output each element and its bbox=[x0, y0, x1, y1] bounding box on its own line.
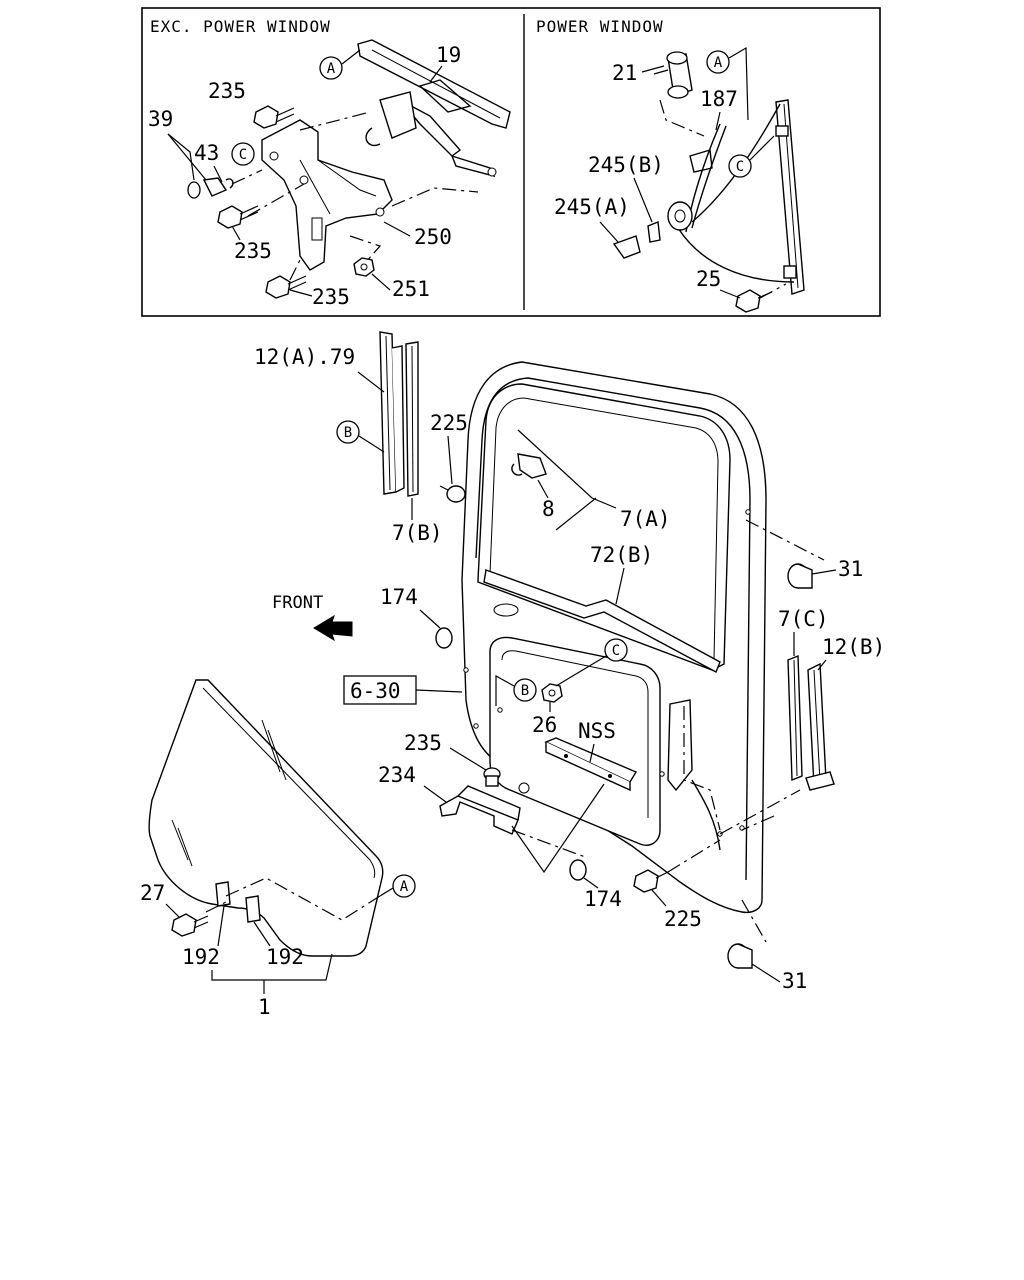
nut-251 bbox=[353, 257, 375, 277]
callout-a-left: A bbox=[319, 49, 361, 80]
label-12a-79: 12(A).79 bbox=[254, 345, 355, 369]
svg-text:A: A bbox=[400, 879, 409, 895]
manual-regulator-drawing bbox=[187, 39, 511, 299]
label-187: 187 bbox=[700, 87, 738, 111]
label-192-right: 192 bbox=[266, 945, 304, 969]
run-channel-7c bbox=[787, 654, 803, 782]
callout-b-channel: B bbox=[336, 420, 385, 453]
front-arrow-icon bbox=[313, 614, 353, 642]
label-235-mid: 235 bbox=[234, 239, 272, 263]
inset-panel: EXC. POWER WINDOW POWER WINDOW bbox=[141, 7, 881, 317]
door-glass bbox=[148, 679, 384, 957]
label-31-top: 31 bbox=[838, 557, 863, 581]
label-7c: 7(C) bbox=[778, 607, 829, 631]
svg-text:C: C bbox=[736, 159, 744, 175]
bolt-225-top bbox=[439, 485, 466, 503]
label-21: 21 bbox=[612, 61, 637, 85]
dashed-lines bbox=[205, 519, 825, 943]
bolt-235-door bbox=[483, 767, 501, 787]
plug-174-bottom bbox=[569, 859, 587, 881]
svg-text:A: A bbox=[714, 55, 723, 71]
run-channel-7b bbox=[405, 341, 419, 497]
label-43: 43 bbox=[194, 141, 219, 165]
power-window-title: POWER WINDOW bbox=[536, 17, 664, 36]
label-235-top: 235 bbox=[208, 79, 246, 103]
front-label: FRONT bbox=[272, 593, 323, 613]
run-channel-12a-79 bbox=[379, 331, 405, 495]
label-nss: NSS bbox=[578, 719, 616, 743]
label-235-door: 235 bbox=[404, 731, 442, 755]
right-panel-labels: 21 A 187 C 245(B) 245(A) 25 bbox=[554, 46, 775, 299]
bolt-235-mid bbox=[217, 205, 259, 229]
callout-a-right: A bbox=[706, 46, 749, 121]
main-labels: 12(A).79 B 225 8 7(A) 7(B) 31 72(B) FRON… bbox=[140, 345, 885, 1019]
svg-text:C: C bbox=[612, 643, 620, 659]
label-19: 19 bbox=[436, 43, 461, 67]
label-225-bottom: 225 bbox=[664, 907, 702, 931]
callout-c-right: C bbox=[728, 135, 775, 178]
label-25: 25 bbox=[696, 267, 721, 291]
power-regulator-drawing bbox=[612, 51, 805, 313]
callout-c-left: C bbox=[231, 142, 255, 166]
label-12b: 12(B) bbox=[822, 635, 885, 659]
label-31-bottom: 31 bbox=[782, 969, 807, 993]
bolt-235-bottom bbox=[265, 275, 307, 299]
svg-text:B: B bbox=[344, 425, 352, 441]
label-72b: 72(B) bbox=[590, 543, 653, 567]
label-26: 26 bbox=[532, 713, 557, 737]
bolt-27 bbox=[171, 913, 209, 937]
left-panel-labels: A 19 235 39 43 C 235 250 235 251 bbox=[148, 43, 461, 309]
bracket-234 bbox=[439, 785, 521, 835]
label-234: 234 bbox=[378, 763, 416, 787]
svg-text:A: A bbox=[327, 61, 336, 77]
label-7a: 7(A) bbox=[620, 507, 671, 531]
label-174-top: 174 bbox=[380, 585, 418, 609]
label-192-left: 192 bbox=[182, 945, 220, 969]
run-channel-12b bbox=[805, 662, 835, 791]
label-1: 1 bbox=[258, 995, 271, 1019]
exc-power-window-title: EXC. POWER WINDOW bbox=[150, 17, 331, 36]
label-7b: 7(B) bbox=[392, 521, 443, 545]
svg-text:C: C bbox=[239, 147, 247, 163]
bumper-31-top bbox=[787, 563, 813, 589]
label-225-top: 225 bbox=[430, 411, 468, 435]
label-174-bottom: 174 bbox=[584, 887, 622, 911]
bolt-225-bottom bbox=[633, 869, 669, 893]
label-250: 250 bbox=[414, 225, 452, 249]
label-245b: 245(B) bbox=[588, 153, 664, 177]
bolt-235-top bbox=[253, 105, 295, 129]
svg-text:6-30: 6-30 bbox=[350, 679, 401, 703]
plug-174-top bbox=[435, 627, 453, 649]
label-8: 8 bbox=[542, 497, 555, 521]
callout-b-door: B bbox=[495, 674, 537, 706]
callout-c-door: C bbox=[555, 638, 628, 687]
label-251: 251 bbox=[392, 277, 430, 301]
label-245a: 245(A) bbox=[554, 195, 630, 219]
label-39: 39 bbox=[148, 107, 173, 131]
label-235-bottom: 235 bbox=[312, 285, 350, 309]
bumper-31-bottom bbox=[727, 943, 753, 969]
nut-26 bbox=[541, 683, 563, 703]
bolt-25 bbox=[735, 289, 773, 313]
callout-a-glass: A bbox=[379, 874, 416, 898]
label-27: 27 bbox=[140, 881, 165, 905]
svg-text:B: B bbox=[521, 683, 529, 699]
ref-6-30-box: 6-30 bbox=[343, 675, 463, 705]
